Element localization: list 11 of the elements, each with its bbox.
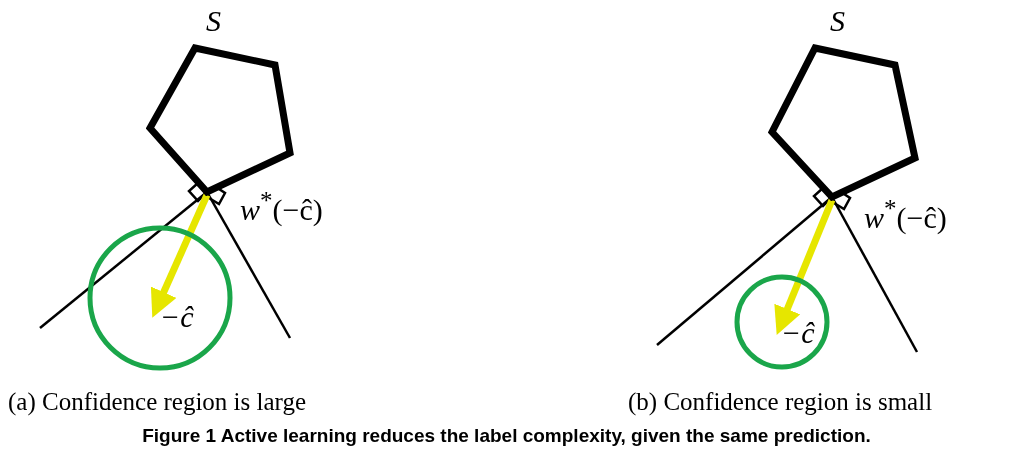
set-label: S xyxy=(830,6,845,36)
prediction-label: −ĉ xyxy=(160,302,194,332)
arrow xyxy=(774,198,836,335)
figure-caption: Figure 1 Active learning reduces the label complexity, given the same prediction. xyxy=(141,425,872,447)
cone-label: w$^{*}$(−ĉ) xyxy=(864,196,947,233)
arrow xyxy=(150,193,211,318)
cone-label: w$^{*}$(−ĉ) xyxy=(240,188,323,225)
subfigure-caption: (b) Confidence region is small xyxy=(628,388,933,416)
set-label: S xyxy=(206,6,221,36)
subfigure-caption: (a) Confidence region is large xyxy=(8,388,307,416)
prediction-label: −ĉ xyxy=(781,318,815,348)
